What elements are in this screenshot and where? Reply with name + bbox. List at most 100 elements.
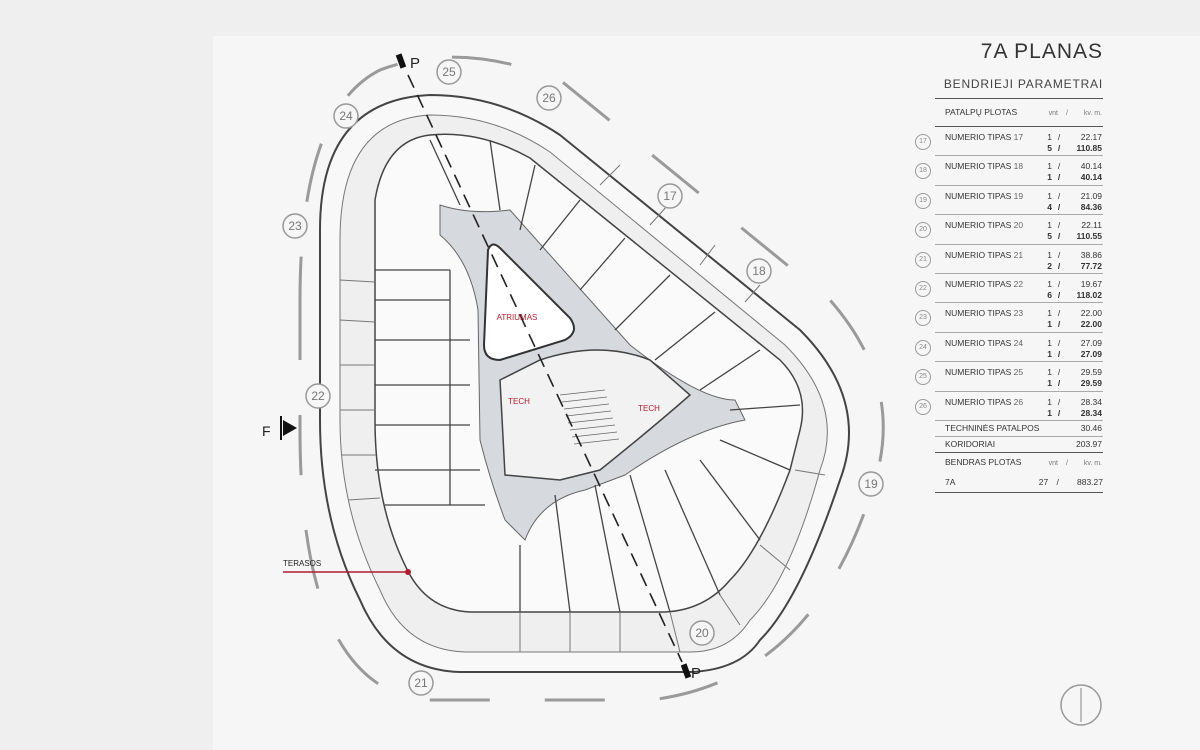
room-type-number: 22: [915, 280, 931, 297]
room-type-code: 24: [1013, 337, 1024, 348]
room-type-row: 19 NUMERIO TIPAS 19 1/21.09 4/84.36: [915, 186, 1103, 216]
room-type-unit-count: 1: [1047, 161, 1052, 172]
room-type-name: NUMERIO TIPAS 20: [945, 220, 1023, 230]
room-type-label: NUMERIO TIPAS: [945, 308, 1012, 319]
unit-marker-17: [657, 183, 683, 209]
atrium: [482, 243, 575, 362]
room-type-number: 17: [915, 134, 931, 150]
total-separator: /: [1056, 477, 1059, 488]
room-type-unit-area: 27.09: [1080, 337, 1102, 348]
room-type-row: 21 NUMERIO TIPAS 21 1/38.86 2/77.72: [915, 245, 1103, 274]
section-marker-top-bar: [395, 53, 407, 69]
room-type-unit-area: 40.14: [1080, 161, 1102, 172]
room-type-total-area: 29.59: [1080, 378, 1102, 389]
tech-core: [499, 349, 692, 481]
room-type-count: 6: [1047, 289, 1052, 300]
room-type-total-area: 110.55: [1076, 231, 1102, 242]
room-type-unit-area: 21.09: [1080, 190, 1102, 201]
unit-marker-label: 20: [695, 626, 709, 640]
unit-marker-label: 24: [339, 109, 353, 123]
section-line: [407, 74, 683, 663]
unit-area-header: kv. m.: [1083, 110, 1102, 117]
room-type-number: 25: [915, 369, 931, 386]
room-type-total-line: 5/110.85: [1032, 143, 1102, 153]
plan-title: 7A PLANAS: [980, 40, 1103, 63]
room-type-number: 24: [915, 339, 931, 356]
room-type-count: 1: [1047, 319, 1052, 330]
room-type-total-area: 84.36: [1080, 201, 1102, 212]
room-type-name: NUMERIO TIPAS 18: [945, 161, 1023, 171]
tech-label-2: TECH: [638, 404, 660, 413]
room-type-unit-area: 38.86: [1080, 249, 1102, 260]
unit-marker-24: [333, 103, 359, 129]
room-type-total-area: 28.34: [1080, 407, 1102, 418]
room-type-total-line: 1 / 22.00: [1032, 319, 1102, 329]
unit-marker-19: [858, 471, 884, 497]
room-type-separator: /: [1057, 132, 1061, 142]
total-unit-area-header: kv. m.: [1083, 459, 1102, 467]
room-type-row: 20 NUMERIO TIPAS 20 1/22.11 5/110.55: [915, 215, 1103, 245]
room-type-label: NUMERIO TIPAS: [945, 249, 1012, 260]
room-type-label: NUMERIO TIPAS: [945, 278, 1012, 289]
total-values: 27 / 883.27: [1028, 477, 1103, 487]
terrace-leader-dot: [405, 569, 411, 575]
room-type-total-line: 4/84.36: [1032, 202, 1102, 212]
unit-marker-23: [282, 213, 308, 239]
room-type-unit-count: 1: [1047, 220, 1052, 231]
room-type-code: 19: [1013, 190, 1024, 201]
room-type-total-line: 1/27.09: [1032, 349, 1102, 359]
room-type-total-area: 22.00: [1080, 319, 1102, 330]
room-type-unit-count: 1: [1047, 278, 1052, 289]
room-type-unit-area: 22.17: [1080, 132, 1102, 142]
room-type-separator: /: [1057, 319, 1061, 330]
total-count: 27: [1038, 477, 1049, 488]
room-type-unit-area: 22.11: [1081, 220, 1102, 231]
total-unit-separator: /: [1066, 459, 1068, 467]
room-type-label: NUMERIO TIPAS: [945, 337, 1012, 348]
total-header: BENDRAS PLOTAS vnt / kv. m.: [935, 453, 1103, 473]
facade-flag: [283, 420, 297, 436]
room-type-row: 17 NUMERIO TIPAS 17 1/22.17 5/110.85: [915, 127, 1103, 157]
room-type-unit-line: 1/40.14: [1032, 161, 1102, 171]
room-type-separator: /: [1057, 396, 1061, 407]
room-type-separator: /: [1057, 407, 1061, 418]
room-type-label: NUMERIO TIPAS: [945, 396, 1012, 407]
atrium-label: ATRIUMAS: [497, 313, 538, 322]
room-type-total-area: 77.72: [1080, 260, 1102, 271]
room-type-unit-count: 1: [1047, 396, 1052, 407]
room-type-separator: /: [1057, 289, 1061, 300]
room-type-unit-area: 29.59: [1080, 367, 1102, 378]
room-type-unit-line: 1/28.34: [1032, 397, 1102, 407]
area-header: PATALPŲ PLOTAS vnt / kv. m.: [935, 99, 1103, 126]
room-type-unit-count: 1: [1047, 190, 1052, 201]
room-type-label: NUMERIO TIPAS: [945, 190, 1012, 201]
room-type-separator: /: [1057, 220, 1061, 231]
room-type-unit-count: 1: [1047, 308, 1052, 319]
room-type-separator: /: [1057, 278, 1061, 289]
room-type-separator: /: [1057, 308, 1061, 319]
room-type-separator: /: [1057, 172, 1061, 183]
room-type-number: 18: [915, 163, 931, 180]
room-type-separator: /: [1057, 337, 1061, 348]
total-row: 7A 27 / 883.27: [935, 473, 1103, 493]
room-type-total-line: 2/77.72: [1032, 261, 1102, 271]
unit-marker-20: [689, 620, 715, 646]
room-type-code: 25: [1013, 367, 1024, 378]
room-type-unit-line: 1/21.09: [1032, 191, 1102, 201]
room-type-total-line: 1/28.34: [1032, 408, 1102, 418]
room-type-number: 23: [915, 310, 931, 327]
room-type-code: 22: [1013, 278, 1024, 289]
unit-markers: [282, 59, 884, 696]
room-type-number: 19: [915, 192, 931, 209]
unit-marker-label: 22: [311, 389, 325, 403]
area-header-label: PATALPŲ PLOTAS: [945, 107, 1018, 117]
room-type-number: 26: [915, 398, 931, 415]
unit-marker-label: 18: [752, 264, 766, 278]
corridors-value: 203.97: [1076, 439, 1102, 450]
room-type-unit-line: 1/22.00: [1032, 308, 1102, 318]
tech-label-1: TECH: [508, 397, 530, 406]
room-type-row: 18 NUMERIO TIPAS 18 1/40.14 1/40.14: [915, 156, 1103, 186]
terrace-label: TERASOS: [283, 559, 321, 568]
room-type-total-line: 6/118.02: [1032, 290, 1102, 300]
